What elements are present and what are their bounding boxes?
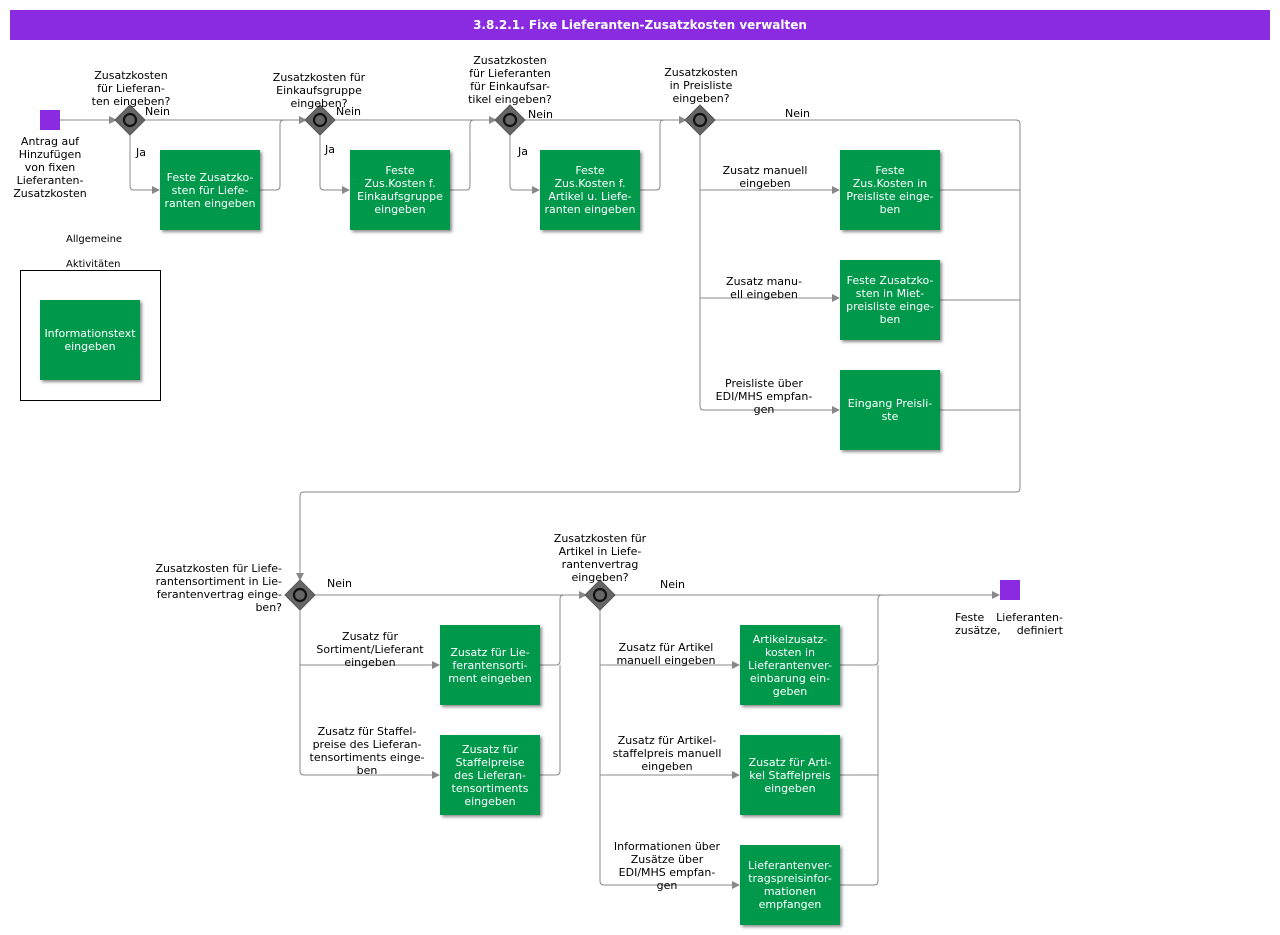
end-event-label: Feste Lieferanten- zusätze, definiert: [955, 611, 1063, 637]
edge-g4-no: [296, 119, 1021, 581]
task-article-supplier-surcharges[interactable]: Feste Zus.Kosten f. Artikel u. Liefe- ra…: [540, 150, 640, 230]
edge-label-t6: Preisliste über EDI/MHS empfan- gen: [715, 377, 813, 416]
gateway-g4-question: Zusatzkosten in Preisliste eingeben?: [664, 66, 738, 105]
start-event[interactable]: [40, 110, 60, 130]
edge-t10-merge: [840, 665, 879, 776]
task-pricelist-surcharges[interactable]: Feste Zus.Kosten in Preisliste einge- be…: [840, 150, 940, 230]
gateway-g1-no-label: Nein: [145, 105, 171, 118]
edge-g1-yes: [129, 134, 160, 194]
task-supplier-assortment-surcharge[interactable]: Zusatz für Lie- ferantensorti- ment eing…: [440, 625, 540, 705]
gateway-g2-question: Zusatzkosten für Einkaufsgruppe eingeben…: [272, 71, 366, 110]
task-article-contract-surcharges[interactable]: Artikelzusatz- kosten in Lieferantenver-…: [740, 625, 840, 705]
edge-label-t5: Zusatz manu- ell eingeben: [726, 275, 802, 301]
gateway-g5-no-label: Nein: [327, 577, 353, 590]
edge-g4-branch: [699, 134, 840, 414]
end-event[interactable]: [1000, 580, 1020, 600]
task-contract-price-info-receive[interactable]: Lieferantenver- tragspreisinfor- matione…: [740, 845, 840, 925]
edge-g2-yes: [319, 134, 350, 194]
gateway-g3-question: Zusatzkosten für Lieferanten für Einkauf…: [468, 54, 552, 106]
task-purchasing-group-surcharges[interactable]: Feste Zus.Kosten f. Einkaufsgruppe einge…: [350, 150, 450, 230]
edge-label-t11: Informationen über Zusätze über EDI/MHS …: [613, 840, 721, 892]
edge-t9-merge: [840, 594, 883, 666]
gateway-g3-yes-label: Ja: [518, 145, 528, 158]
edge-label-t9: Zusatz für Artikel manuell eingeben: [616, 641, 716, 667]
task-rental-pricelist-surcharges[interactable]: Feste Zusatzko- sten in Miet- preisliste…: [840, 260, 940, 340]
gateway-g2-no-label: Nein: [336, 105, 362, 118]
gateway-g1-question: Zusatzkosten für Lieferan- ten eingeben?: [91, 69, 171, 108]
gateway-g4-no-label: Nein: [785, 107, 811, 120]
task-information-text[interactable]: Informationstext eingeben: [40, 300, 140, 380]
gateway-g6: [584, 579, 616, 611]
edge-label-t10: Zusatz für Artikel- staffelpreis manuell…: [612, 734, 722, 773]
gateway-g3: [494, 104, 526, 136]
gateway-g4: [684, 104, 716, 136]
edge-t8-merge: [540, 665, 561, 776]
edge-g6-branch: [599, 609, 740, 889]
edge-t1-merge: [260, 119, 285, 191]
edge-t2-merge: [450, 119, 475, 191]
gateway-g5-question: Zusatzkosten für Liefe- rantensortiment …: [155, 562, 282, 614]
gateway-g1-yes-label: Ja: [136, 146, 146, 159]
gateway-g3-no-label: Nein: [528, 108, 554, 121]
general-group-label-1: Allgemeine: [66, 234, 123, 245]
gateway-g2: [304, 104, 336, 136]
gateway-g1: [114, 104, 146, 136]
edge-t11-merge: [840, 775, 879, 886]
start-event-label: Antrag auf Hinzufügen von fixen Lieferan…: [13, 135, 87, 200]
task-supplier-surcharges[interactable]: Feste Zusatzko- sten für Liefe- ranten e…: [160, 150, 260, 230]
gateway-g2-yes-label: Ja: [325, 143, 335, 156]
gateway-g6-no-label: Nein: [660, 578, 686, 591]
diagram-title: 3.8.2.1. Fixe Lieferanten-Zusatzkosten v…: [10, 10, 1270, 40]
gateway-g5: [284, 579, 316, 611]
edge-g3-yes: [509, 134, 540, 194]
task-article-tier-price-surcharge[interactable]: Zusatz für Arti- kel Staffelpreis eingeb…: [740, 735, 840, 815]
edge-g5-branch: [299, 609, 440, 779]
edge-label-t8: Zusatz für Staffel- preise des Lieferan-…: [309, 725, 425, 777]
task-pricelist-receipt[interactable]: Eingang Preisli- ste: [840, 370, 940, 450]
general-group-label-2: Aktivitäten: [66, 259, 121, 267]
task-assortment-tier-prices[interactable]: Zusatz für Staffelpreise des Lieferan- t…: [440, 735, 540, 815]
gateway-g6-question: Zusatzkosten für Artikel in Liefe- rante…: [553, 532, 647, 584]
edge-t7-merge: [540, 594, 565, 666]
edge-label-t7: Zusatz für Sortiment/Lieferant eingeben: [316, 630, 424, 669]
edge-t3-merge: [640, 119, 665, 191]
edge-label-t4: Zusatz manuell eingeben: [722, 164, 808, 190]
